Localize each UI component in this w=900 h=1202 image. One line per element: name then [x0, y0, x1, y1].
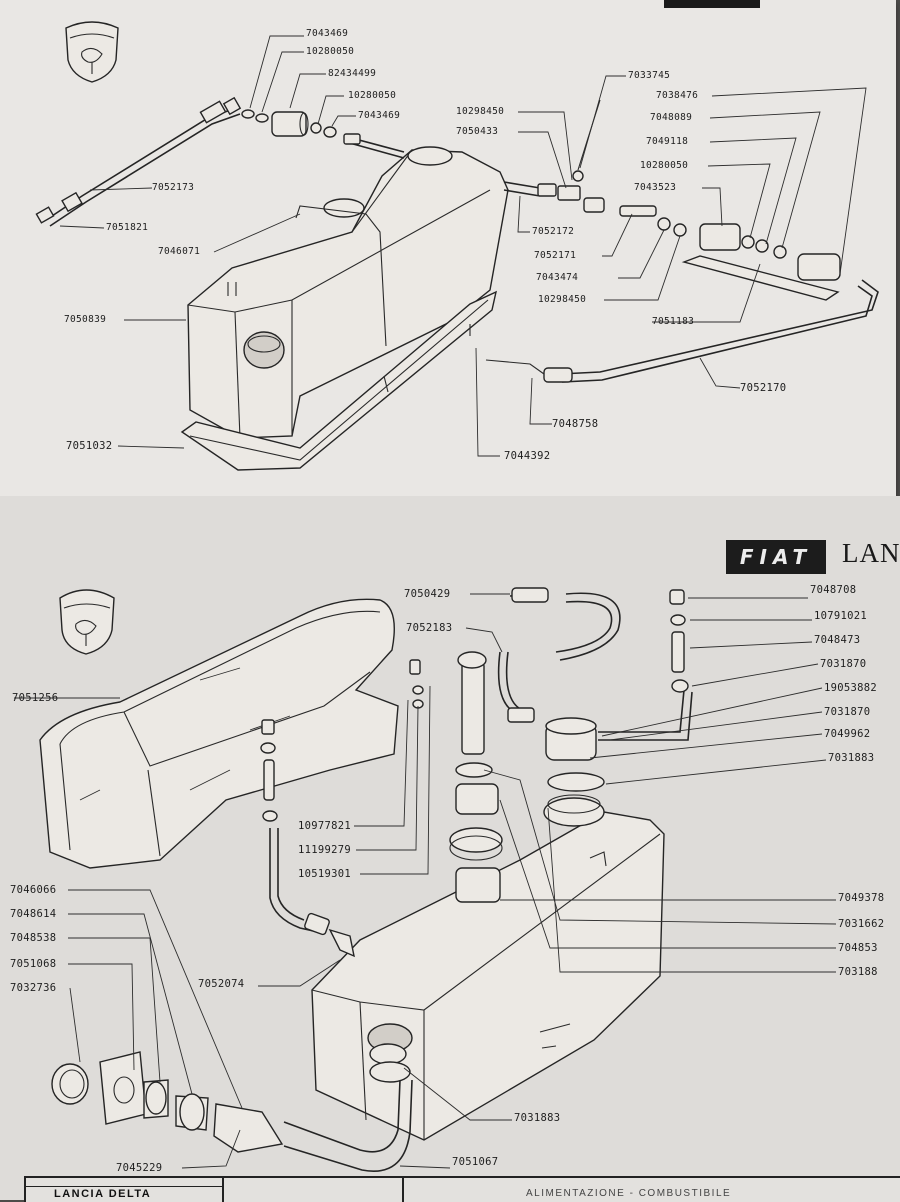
title-block-model-cell: LANCIA DELTA	[26, 1178, 222, 1202]
section-name: ALIMENTAZIONE - COMBUSTIBILE	[526, 1188, 732, 1199]
abarth-emblem-top	[65, 21, 119, 83]
brand-text-lancia: LANC	[842, 538, 900, 568]
model-name: LANCIA DELTA	[54, 1188, 152, 1200]
fuel-lines-top	[35, 96, 879, 383]
title-block: LANCIA DELTA ALIMENTAZIONE - COMBUSTIBIL…	[24, 1176, 900, 1202]
fuel-sender-bottom	[449, 587, 693, 903]
top-corner-print-mark	[664, 0, 760, 8]
fuel-tank-top	[180, 146, 509, 471]
fiat-brand-logo: FIAT	[726, 540, 826, 574]
abarth-emblem-bottom	[59, 589, 115, 655]
fuel-tank-bottom	[311, 811, 665, 1141]
leader-lines-bottom	[14, 593, 837, 1169]
leader-lines-top	[59, 35, 867, 457]
